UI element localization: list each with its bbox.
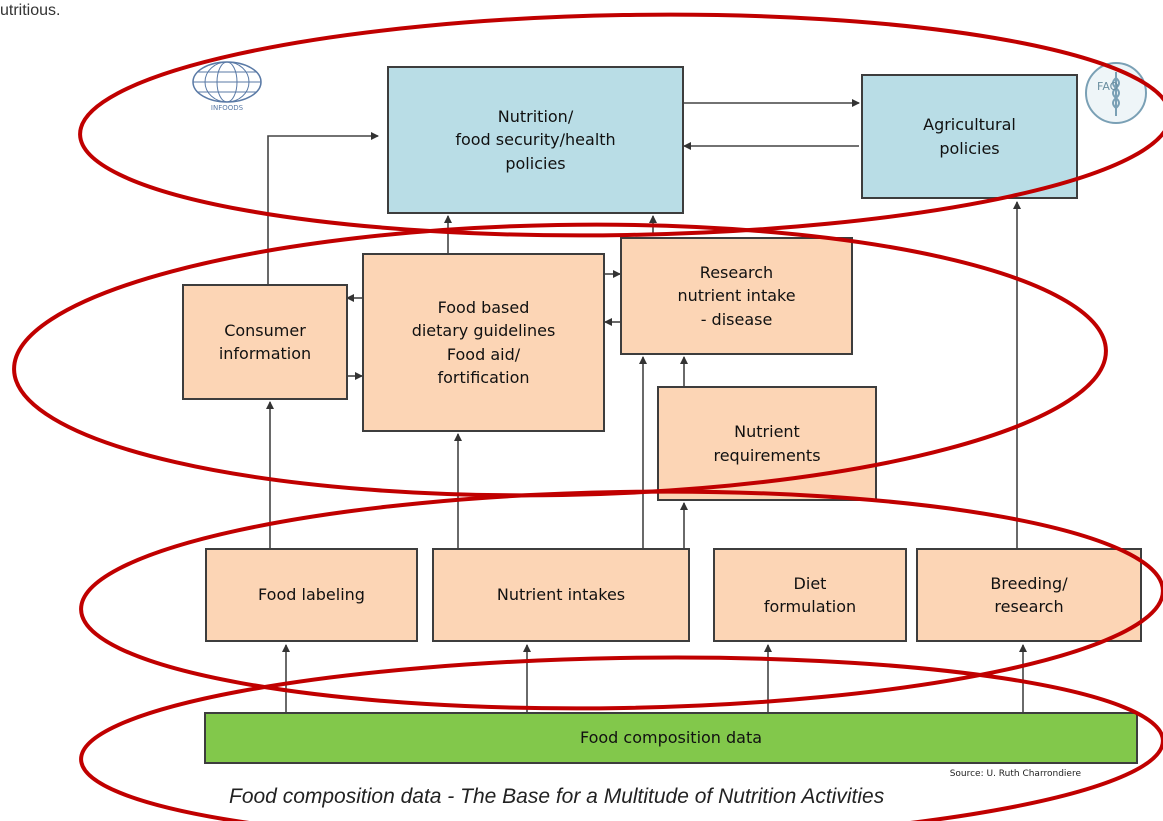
research-box: Research nutrient intake - disease xyxy=(620,237,853,355)
fao-logo-text: FAO xyxy=(1097,80,1119,93)
consumer-information-box: Consumer information xyxy=(182,284,348,400)
nutrient-requirements-box: Nutrient requirements xyxy=(657,386,877,501)
food-composition-box: Food composition data xyxy=(204,712,1138,764)
fao-logo: FAO xyxy=(1085,62,1147,124)
food-labeling-box: Food labeling xyxy=(205,548,418,642)
figure-caption: Food composition data - The Base for a M… xyxy=(229,785,885,808)
breeding-research-box: Breeding/ research xyxy=(916,548,1142,642)
nutrition-policies-box: Nutrition/ food security/health policies xyxy=(387,66,684,214)
food-based-guidelines-box: Food based dietary guidelines Food aid/ … xyxy=(362,253,605,432)
source-credit: Source: U. Ruth Charrondiere xyxy=(949,769,1081,779)
header-fragment: utritious. xyxy=(0,2,61,19)
nutrient-intakes-box: Nutrient intakes xyxy=(432,548,690,642)
agricultural-policies-box: Agricultural policies xyxy=(861,74,1078,199)
diet-formulation-box: Diet formulation xyxy=(713,548,907,642)
infoods-logo: INFOODS xyxy=(192,61,262,112)
infoods-logo-text: INFOODS xyxy=(211,104,244,112)
